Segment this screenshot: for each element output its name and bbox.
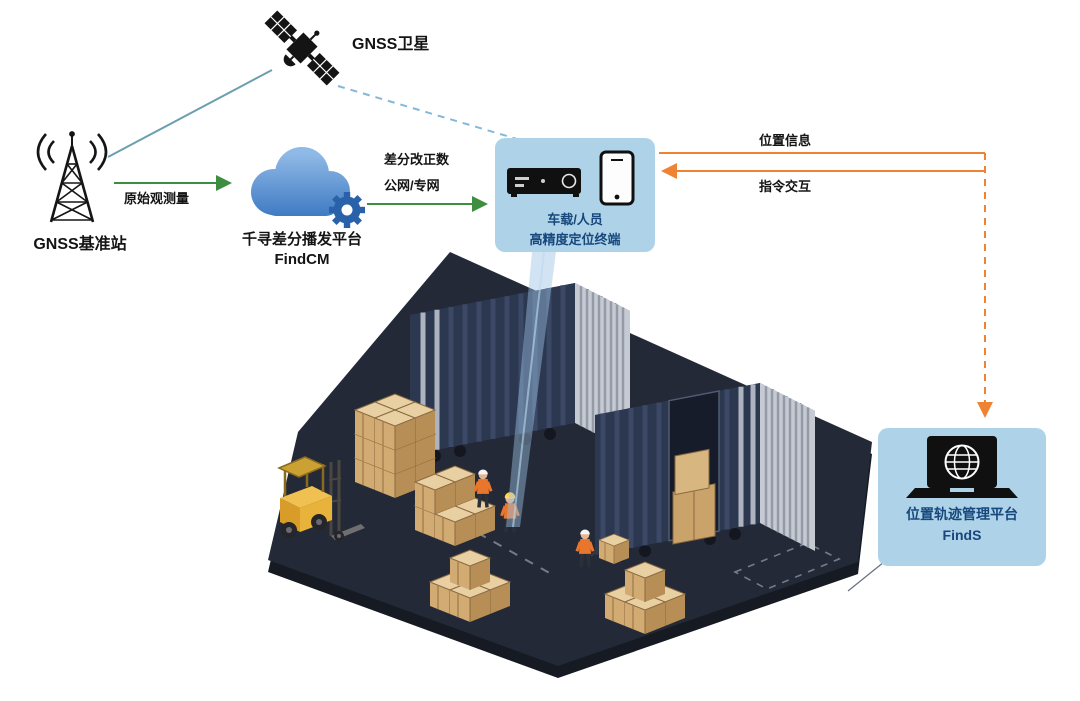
cloud-platform-label: 千寻差分播发平台 FindCM [216, 230, 388, 271]
raw-observation-label: 原始观测量 [124, 191, 190, 206]
gear-icon [329, 192, 365, 228]
correction-line2: 公网/专网 [384, 178, 440, 193]
parking-zone-marking [733, 542, 841, 590]
receiver-icon [507, 168, 581, 197]
management-panel: 位置轨迹管理平台 FindS [878, 428, 1046, 566]
radio-waves-icon [36, 133, 108, 171]
terminal-panel: 车载/人员 高精度定位终端 [495, 138, 655, 252]
cloud-platform-name: 千寻差分播发平台 [241, 231, 362, 248]
command-interaction-label: 指令交互 [758, 179, 811, 194]
terminal-devices-icon [507, 150, 635, 206]
smartphone-icon [599, 150, 635, 206]
correction-label: 差分改正数 公网/专网 [384, 147, 449, 199]
position-info-label: 位置信息 [758, 133, 811, 148]
correction-line1: 差分改正数 [384, 152, 450, 167]
link-satellite-terminal [337, 85, 518, 140]
laptop-globe-icon [906, 436, 1018, 498]
terminal-label-line1: 车载/人员 [547, 212, 603, 227]
base-station-label: GNSS基准站 [33, 236, 127, 253]
forklift-icon [277, 456, 365, 541]
base-station-icon [36, 131, 108, 223]
globe-icon [944, 444, 980, 480]
satellite-label: GNSS卫星 [352, 36, 430, 53]
management-platform-name: 位置轨迹管理平台 [906, 506, 1018, 522]
cloud-icon [251, 147, 365, 228]
warehouse-illustration [268, 252, 872, 678]
gnss-satellite-icon [264, 10, 340, 86]
finds-label: FindS [942, 527, 982, 543]
container-right [595, 383, 815, 562]
management-platform-label: 位置轨迹管理平台 FindS [878, 504, 1046, 546]
terminal-label: 车载/人员 高精度定位终端 [495, 210, 655, 249]
pallet-jack-crate [598, 533, 630, 565]
findcm-label: FindCM [274, 251, 330, 269]
terminal-label-line2: 高精度定位终端 [529, 231, 621, 247]
